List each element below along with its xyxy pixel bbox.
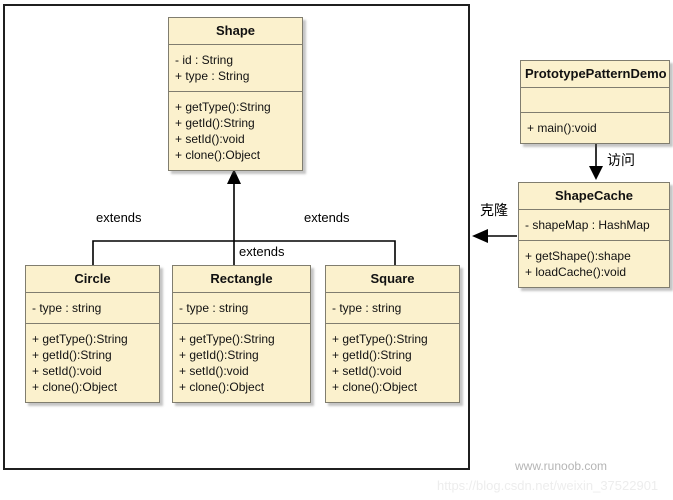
class-attributes: - id : String + type : String: [169, 45, 302, 92]
access-arrowhead: [589, 166, 603, 180]
class-node-square[interactable]: Square - type : string + getType():Strin…: [325, 265, 460, 403]
class-methods: + getType():String + getId():String + se…: [332, 332, 428, 394]
clone-arrowhead: [472, 229, 488, 243]
class-methods: + getType():String + getId():String + se…: [179, 332, 275, 394]
class-node-rectangle[interactable]: Rectangle - type : string + getType():St…: [172, 265, 311, 403]
class-title: Shape: [169, 18, 302, 45]
class-methods: + getType():String + getId():String + se…: [175, 100, 271, 162]
class-attributes: - type : string: [26, 293, 159, 324]
edge-label-access: 访问: [607, 152, 635, 168]
watermark-runoob: www.runoob.com: [515, 459, 608, 473]
class-title: PrototypePatternDemo: [521, 61, 669, 88]
class-attributes: [521, 88, 669, 113]
class-title: Circle: [26, 266, 159, 293]
edge-label-extends-middle: extends: [239, 244, 285, 259]
edge-label-clone: 克隆: [480, 202, 508, 218]
watermark-csdn-url: https://blog.csdn.net/weixin_37522901: [437, 478, 659, 493]
system-boundary-frame: [3, 4, 470, 470]
class-node-shape-cache[interactable]: ShapeCache - shapeMap : HashMap + getSha…: [518, 182, 670, 288]
class-node-prototype-pattern-demo[interactable]: PrototypePatternDemo + main():void: [520, 60, 670, 144]
class-methods: + main():void: [527, 121, 597, 135]
class-attributes: - type : string: [173, 293, 310, 324]
class-methods: + getShape():shape + loadCache():void: [525, 249, 631, 279]
class-node-circle[interactable]: Circle - type : string + getType():Strin…: [25, 265, 160, 403]
class-node-shape[interactable]: Shape - id : String + type : String + ge…: [168, 17, 303, 171]
class-attributes: - type : string: [326, 293, 459, 324]
class-methods: + getType():String + getId():String + se…: [32, 332, 128, 394]
edge-label-extends-left: extends: [96, 210, 142, 225]
class-title: Rectangle: [173, 266, 310, 293]
class-attributes: - shapeMap : HashMap: [519, 210, 669, 241]
class-title: Square: [326, 266, 459, 293]
edge-label-extends-right: extends: [304, 210, 350, 225]
class-title: ShapeCache: [519, 183, 669, 210]
